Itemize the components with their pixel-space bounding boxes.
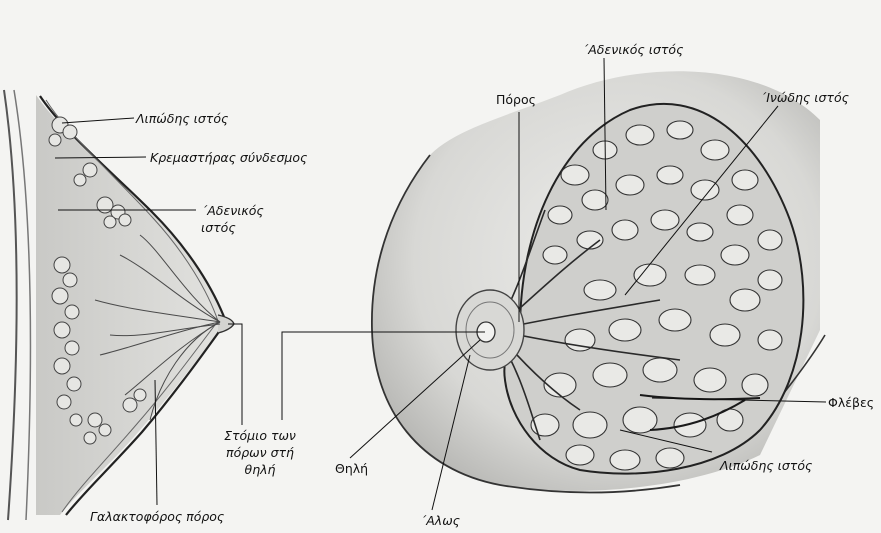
chest-wall-line [4, 90, 17, 520]
label-duct: Πόρος [496, 92, 536, 107]
label-duct-openings-3: θηλή [218, 462, 302, 477]
label-milk-duct: Γαλακτοφόρος πόρος [90, 509, 224, 524]
label-right-fat-tissue: Λιπώδης ιστός [720, 458, 812, 473]
label-suspensory-ligament: Κρεμαστήρας σύνδεσμος [150, 150, 307, 165]
label-veins: Φλέβες [828, 395, 874, 410]
label-fibrous-tissue: ΄Ινώδης ιστός [760, 90, 849, 105]
label-duct-openings-1: Στόμιο των [218, 428, 302, 443]
label-left-glandular-tissue-1: ΄Αδενικός [201, 203, 264, 218]
right-breast-cutaway [372, 71, 825, 492]
label-right-glandular-tissue: ΄Αδενικός ιστός [582, 42, 683, 57]
label-left-fat-tissue: Λιπώδης ιστός [136, 111, 228, 126]
label-duct-openings-2: πόρων στή [218, 445, 302, 460]
label-nipple: Θηλή [335, 461, 368, 476]
label-left-glandular-tissue-2: ιστός [201, 220, 236, 235]
label-areola: ΄Αλως [420, 513, 460, 528]
